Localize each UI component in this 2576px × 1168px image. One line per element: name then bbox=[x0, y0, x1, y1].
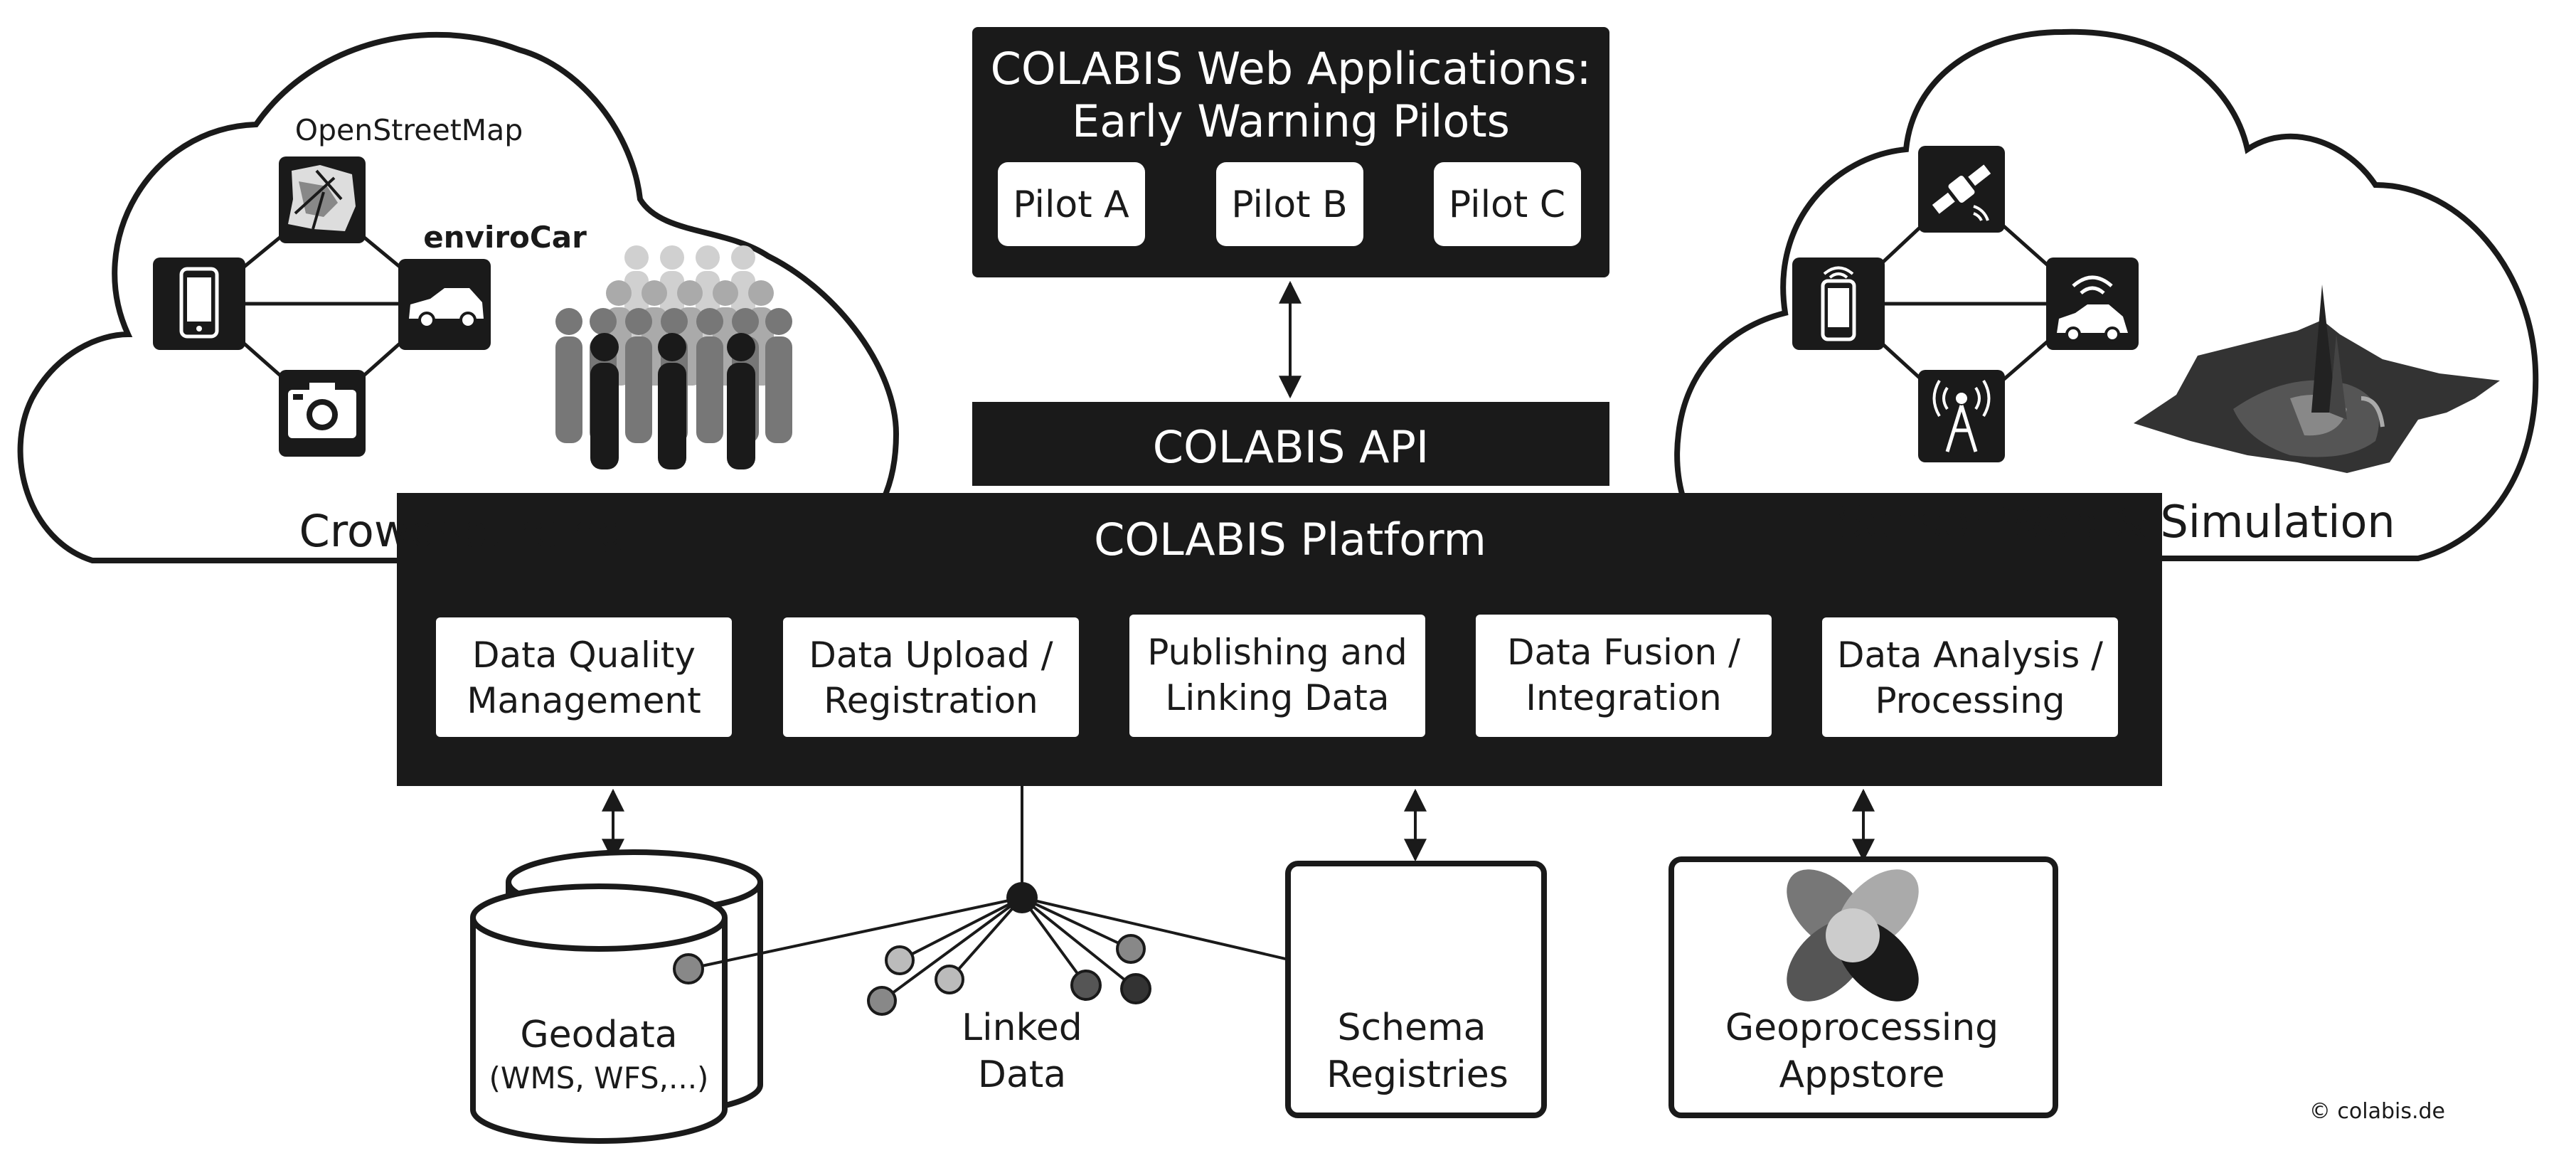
module-data-upload-line2: Registration bbox=[824, 680, 1038, 721]
appstore-logo-icon bbox=[1787, 869, 1919, 1002]
sensorweb-cloud bbox=[1674, 28, 2539, 561]
platform-label: COLABIS Platform bbox=[1094, 514, 1486, 566]
geodata-line1: Geodata bbox=[520, 1014, 677, 1056]
linked-data-line2: Data bbox=[978, 1053, 1066, 1096]
linked-node bbox=[673, 953, 704, 984]
smartphone-icon bbox=[153, 258, 245, 350]
map-icon bbox=[279, 156, 366, 243]
api-label: COLABIS API bbox=[1153, 421, 1429, 473]
people-icon bbox=[555, 245, 792, 469]
smartphone-wifi-icon bbox=[1792, 258, 1885, 350]
linked-data-graph: Linked Data bbox=[673, 882, 1344, 1096]
pilot-a-label: Pilot A bbox=[1013, 184, 1129, 226]
module-data-analysis-line1: Data Analysis / bbox=[1837, 635, 2103, 676]
linked-node bbox=[1116, 934, 1146, 964]
crowdsourcing-cloud: OpenStreetMap enviroCar bbox=[17, 31, 900, 563]
linked-data-line1: Linked bbox=[962, 1007, 1082, 1049]
copyright-text: © colabis.de bbox=[2309, 1099, 2445, 1124]
schema-line2: Registries bbox=[1326, 1053, 1508, 1096]
module-data-quality[interactable]: Data Quality Management bbox=[436, 617, 732, 737]
webapps-title-line1: COLABIS Web Applications: bbox=[991, 43, 1592, 95]
platform-modules: Data Quality Management Data Upload / Re… bbox=[436, 615, 2118, 737]
pilot-c-label: Pilot C bbox=[1449, 184, 1565, 226]
pilot-a-button[interactable]: Pilot A bbox=[998, 162, 1145, 246]
appstore-box[interactable]: Geoprocessing Appstore bbox=[1668, 854, 2058, 1118]
camera-icon bbox=[279, 370, 366, 457]
car-wifi-icon bbox=[2046, 258, 2139, 350]
osm-label: OpenStreetMap bbox=[295, 113, 523, 147]
sensorweb-label: Sensor Web & Simulation bbox=[1836, 496, 2395, 548]
geodata-line2: (WMS, WFS,...) bbox=[489, 1061, 709, 1095]
terrain-surface-icon bbox=[2134, 285, 2500, 473]
module-data-analysis-line2: Processing bbox=[1875, 680, 2065, 721]
envirocar-label: enviroCar bbox=[423, 220, 587, 255]
module-publishing-linking-line2: Linking Data bbox=[1166, 677, 1390, 718]
pilot-c-button[interactable]: Pilot C bbox=[1434, 162, 1581, 246]
pilot-b-label: Pilot B bbox=[1231, 184, 1348, 226]
linked-node bbox=[935, 965, 964, 994]
bottom-connectors bbox=[602, 786, 1875, 896]
module-data-upload[interactable]: Data Upload / Registration bbox=[783, 617, 1079, 737]
pilot-b-button[interactable]: Pilot B bbox=[1216, 162, 1363, 246]
module-data-quality-line2: Management bbox=[467, 680, 701, 721]
appstore-line2: Appstore bbox=[1779, 1053, 1944, 1096]
module-publishing-linking[interactable]: Publishing and Linking Data bbox=[1129, 615, 1425, 737]
module-data-fusion-line2: Integration bbox=[1526, 677, 1722, 718]
webapps-block: COLABIS Web Applications: Early Warning … bbox=[972, 27, 1609, 277]
module-data-upload-line1: Data Upload / bbox=[809, 635, 1053, 676]
linked-node bbox=[885, 945, 915, 975]
module-data-analysis[interactable]: Data Analysis / Processing bbox=[1822, 617, 2118, 737]
webapps-title-line2: Early Warning Pilots bbox=[1072, 95, 1510, 147]
schema-registries-box[interactable]: Schema Registries bbox=[1285, 861, 1547, 1118]
schema-line1: Schema bbox=[1337, 1007, 1486, 1049]
linked-node bbox=[867, 986, 897, 1016]
satellite-icon bbox=[1918, 146, 2005, 233]
module-data-quality-line1: Data Quality bbox=[472, 635, 696, 676]
module-data-fusion[interactable]: Data Fusion / Integration bbox=[1476, 615, 1772, 737]
antenna-icon bbox=[1918, 370, 2005, 462]
linked-hub-node bbox=[1006, 882, 1038, 913]
car-icon bbox=[398, 259, 491, 350]
linked-node bbox=[1070, 970, 1102, 1001]
linked-node bbox=[1120, 973, 1151, 1004]
geodata-store[interactable]: Geodata (WMS, WFS,...) bbox=[470, 849, 763, 1144]
appstore-line1: Geoprocessing bbox=[1725, 1007, 1998, 1049]
api-block[interactable]: COLABIS API bbox=[972, 402, 1609, 486]
module-publishing-linking-line1: Publishing and bbox=[1147, 632, 1407, 673]
module-data-fusion-line1: Data Fusion / bbox=[1507, 632, 1740, 673]
crowdsourcing-label: Crowdsourcing bbox=[299, 505, 625, 557]
